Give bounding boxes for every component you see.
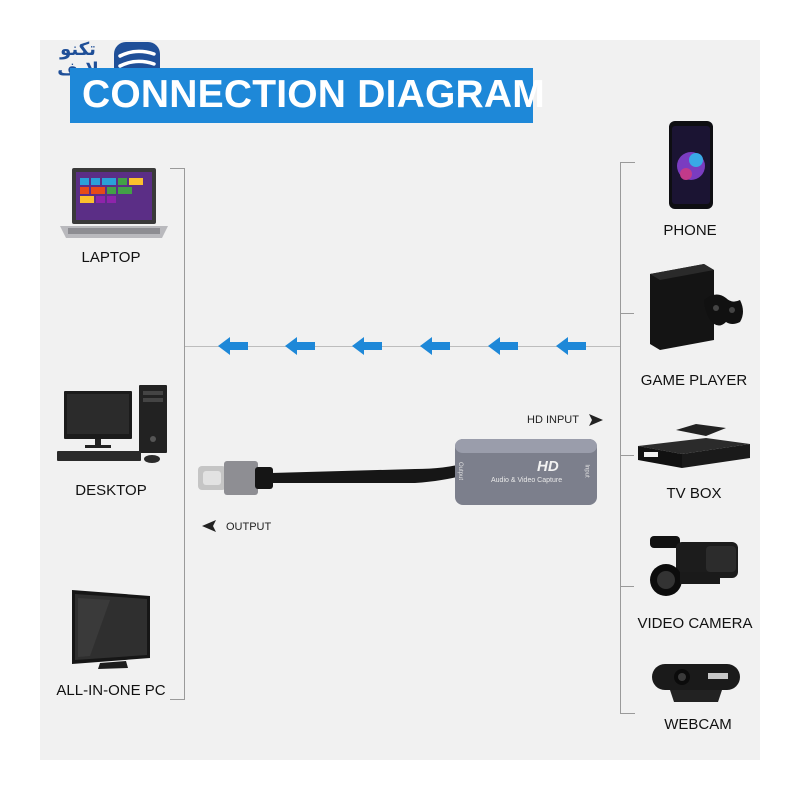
device-label-phone: PHONE bbox=[663, 222, 717, 239]
capture-port-output: Output bbox=[457, 461, 464, 481]
video-camera-icon bbox=[650, 536, 738, 596]
output-pointer-icon bbox=[202, 520, 216, 532]
left-arrow-icon bbox=[556, 337, 586, 355]
device-label-laptop: LAPTOP bbox=[81, 249, 141, 266]
title-banner bbox=[70, 68, 533, 123]
left-arrow-icon bbox=[420, 337, 450, 355]
output-label: OUTPUT bbox=[226, 521, 272, 533]
left-arrow-icon bbox=[352, 337, 382, 355]
laptop-icon bbox=[60, 168, 168, 238]
left-arrow-icon bbox=[488, 337, 518, 355]
tv-box-icon bbox=[638, 424, 750, 468]
hd-input-label: HD INPUT bbox=[527, 414, 579, 426]
capture-port-input: Input bbox=[583, 464, 590, 478]
hd-capture-device bbox=[455, 439, 597, 505]
right-tick bbox=[620, 313, 634, 314]
signal-line bbox=[185, 346, 620, 347]
desktop-computer-icon bbox=[57, 385, 167, 463]
diagram-title: CONNECTION DIAGRAM bbox=[82, 73, 545, 116]
game-console-icon bbox=[650, 264, 743, 350]
device-label-tv-box: TV BOX bbox=[666, 485, 722, 502]
right-bracket bbox=[620, 162, 635, 714]
phone-icon bbox=[669, 121, 713, 209]
right-pointer-icon bbox=[589, 414, 603, 426]
device-label-game-player: GAME PLAYER bbox=[640, 372, 748, 389]
device-label-desktop: DESKTOP bbox=[75, 482, 147, 499]
right-tick bbox=[620, 586, 634, 587]
left-arrow-icon bbox=[218, 337, 248, 355]
capture-subtitle: Audio & Video Capture bbox=[491, 477, 563, 484]
webcam-icon bbox=[652, 664, 740, 702]
capture-brand: HD bbox=[537, 458, 559, 475]
left-arrow-icon bbox=[285, 337, 315, 355]
left-bracket bbox=[170, 168, 185, 700]
device-label-webcam: WEBCAM bbox=[664, 716, 732, 733]
usb-cable bbox=[198, 461, 465, 495]
all-in-one-pc-icon bbox=[72, 590, 150, 669]
right-tick bbox=[620, 455, 634, 456]
device-label-video-camera: VIDEO CAMERA bbox=[637, 615, 753, 632]
device-label-all-in-one-pc: ALL-IN-ONE PC bbox=[56, 682, 166, 699]
